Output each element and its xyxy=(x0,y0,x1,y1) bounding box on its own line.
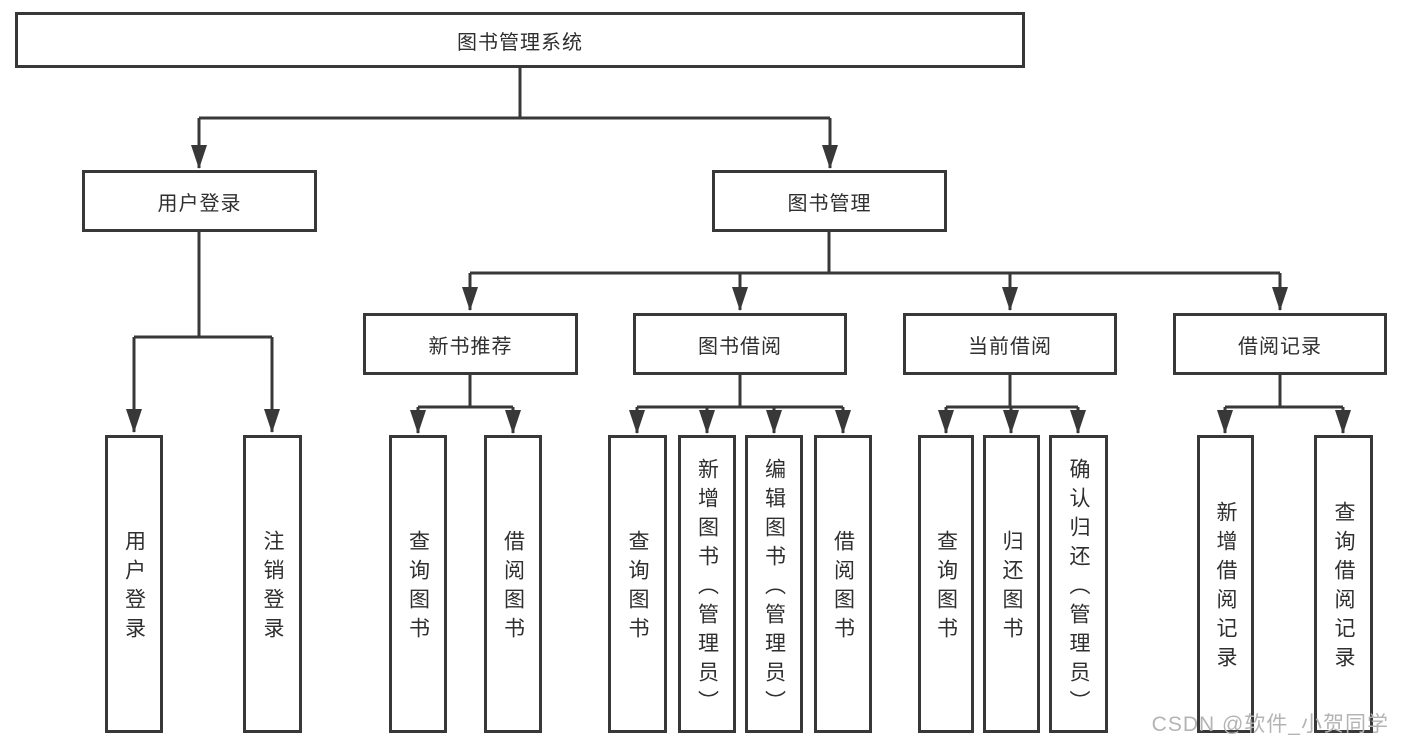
leaf-query-books-borrow: 查询图书 xyxy=(608,435,667,733)
leaf-borrow-books-recommend-label: 借阅图书 xyxy=(501,530,525,646)
leaf-edit-book-admin-label: 编辑图书（管理员） xyxy=(762,457,786,719)
leaf-query-borrow-record: 查询借阅记录 xyxy=(1314,435,1373,733)
leaf-query-books-borrow-label: 查询图书 xyxy=(626,530,649,646)
leaf-query-books-recommend: 查询图书 xyxy=(389,435,447,733)
leaf-logout: 注销登录 xyxy=(243,435,302,733)
leaf-query-books-recommend-label: 查询图书 xyxy=(406,530,430,646)
csdn-watermark: CSDN @软件_小贺同学 xyxy=(1151,713,1389,736)
leaf-confirm-return-admin: 确认归还（管理员） xyxy=(1049,435,1108,733)
leaf-return-book: 归还图书 xyxy=(983,435,1040,733)
leaf-user-login: 用户登录 xyxy=(105,435,163,733)
leaf-return-book-label: 归还图书 xyxy=(1000,530,1023,646)
leaf-logout-label: 注销登录 xyxy=(261,530,284,646)
leaf-borrow-books-recommend: 借阅图书 xyxy=(484,435,542,733)
leaf-add-borrow-record: 新增借阅记录 xyxy=(1197,435,1254,733)
leaf-add-book-admin: 新增图书（管理员） xyxy=(678,435,736,733)
node-book-management: 图书管理 xyxy=(712,170,947,232)
node-new-book-recommend: 新书推荐 xyxy=(363,313,578,375)
leaf-add-borrow-record-label: 新增借阅记录 xyxy=(1214,501,1237,675)
node-book-management-label: 图书管理 xyxy=(787,192,872,215)
node-current-borrow: 当前借阅 xyxy=(903,313,1117,375)
leaf-borrow-books-label: 借阅图书 xyxy=(831,530,855,646)
node-user-login-label: 用户登录 xyxy=(157,192,242,215)
root-node-label: 图书管理系统 xyxy=(457,31,583,54)
node-current-borrow-label: 当前借阅 xyxy=(968,335,1052,358)
node-user-login: 用户登录 xyxy=(82,170,317,232)
leaf-edit-book-admin: 编辑图书（管理员） xyxy=(745,435,803,733)
node-borrow-records: 借阅记录 xyxy=(1173,313,1387,375)
leaf-query-books-current: 查询图书 xyxy=(918,435,974,733)
node-borrow-records-label: 借阅记录 xyxy=(1238,335,1322,358)
root-node-library-system: 图书管理系统 xyxy=(15,12,1025,68)
node-book-borrow-label: 图书借阅 xyxy=(698,335,782,358)
node-new-book-recommend-label: 新书推荐 xyxy=(428,335,513,358)
leaf-confirm-return-admin-label: 确认归还（管理员） xyxy=(1067,457,1090,719)
leaf-user-login-label: 用户登录 xyxy=(122,530,146,646)
leaf-borrow-books: 借阅图书 xyxy=(814,435,872,733)
leaf-query-books-current-label: 查询图书 xyxy=(934,530,958,646)
leaf-query-borrow-record-label: 查询借阅记录 xyxy=(1332,501,1355,675)
leaf-add-book-admin-label: 新增图书（管理员） xyxy=(695,457,719,719)
node-book-borrow: 图书借阅 xyxy=(633,313,847,375)
